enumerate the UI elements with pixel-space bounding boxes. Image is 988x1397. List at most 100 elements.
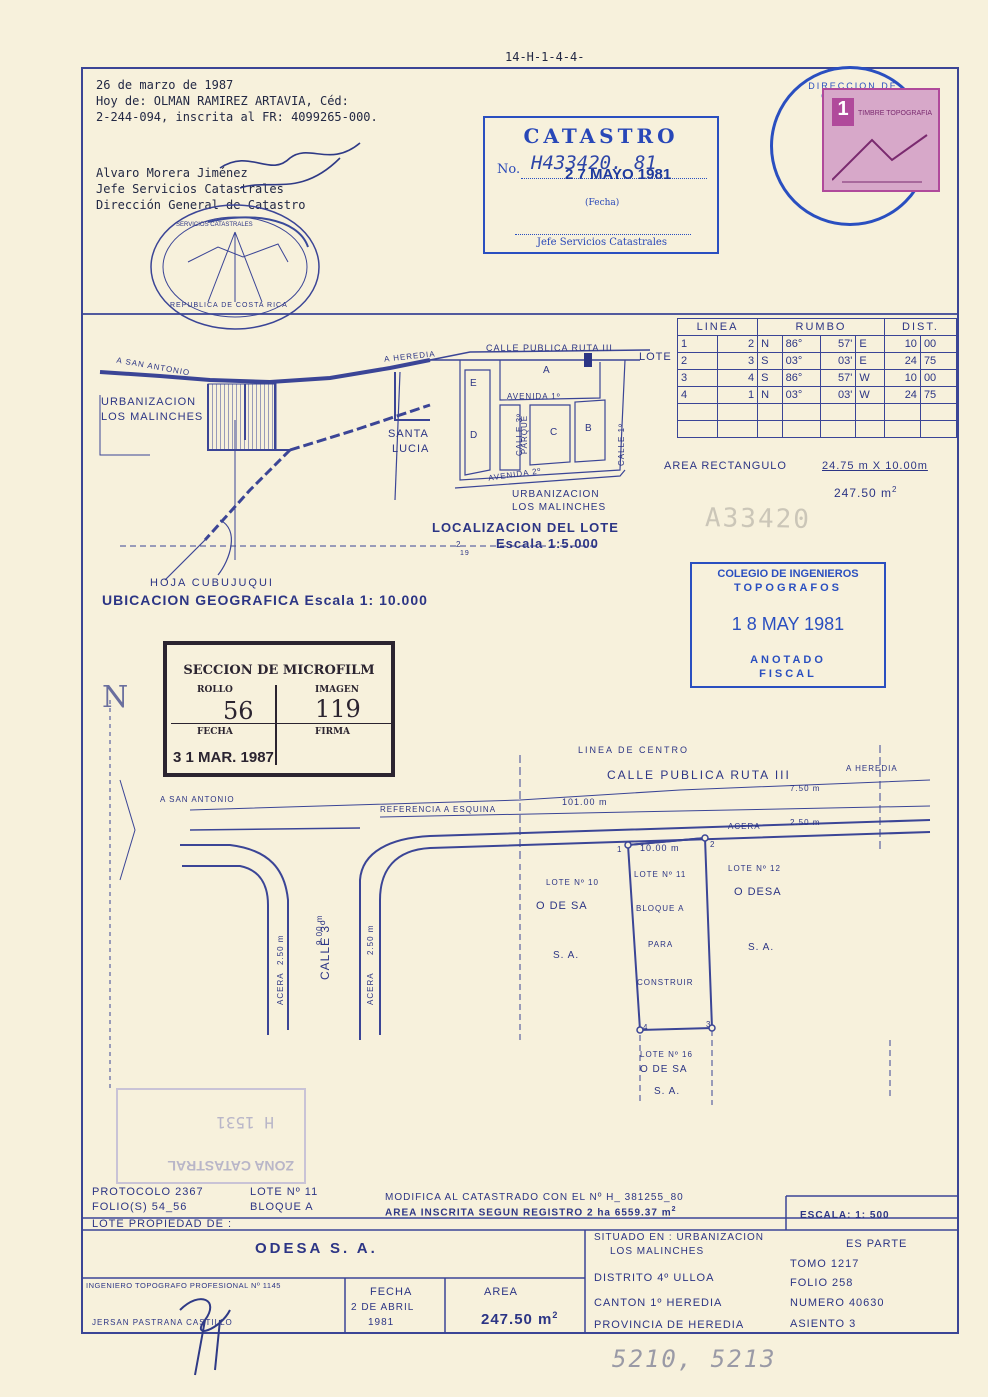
signer-office: Dirección General de Catastro: [96, 198, 306, 212]
loc-urb2: LOS MALINCHES: [101, 411, 204, 423]
row1-ns: N: [757, 335, 783, 353]
folio: FOLIO 258: [790, 1277, 854, 1289]
modifica: MODIFICA AL CATASTRADO CON EL Nº H_ 3812…: [385, 1192, 684, 1203]
loc-lucia: LUCIA: [392, 443, 430, 455]
area-label: AREA: [484, 1286, 518, 1298]
fecha-year: 1981: [368, 1317, 395, 1328]
timbre-art: [832, 134, 928, 183]
bearing-table: LINEA RUMBO DIST. 1 2 N 86° 57' E 10 00 …: [676, 318, 958, 438]
row1-from: 1: [676, 335, 719, 353]
row2-d1: 24: [883, 352, 921, 370]
site-acera-right: ACERA: [366, 972, 375, 1005]
tomo: TOMO 1217: [790, 1258, 860, 1270]
row4-to: 1: [717, 386, 759, 404]
seal-bottom-text: REPUBLICA DE COSTA RICA: [170, 302, 288, 309]
zona-catastral-stamp: ZONA CATASTRAL H 1531: [116, 1088, 306, 1184]
loc-grid-num: 2: [456, 540, 462, 549]
header-date: 26 de marzo de 1987: [96, 78, 234, 92]
site-p2: 2: [710, 840, 716, 849]
row2-from: 2: [676, 352, 719, 370]
row1-min: 57': [820, 335, 857, 353]
folios: FOLIO(S) 54_56: [92, 1201, 188, 1213]
microfilm-firma-label: FIRMA: [315, 727, 351, 737]
area-rect-result-text: 247.50 m: [834, 486, 893, 500]
header-signature: [219, 142, 361, 189]
area-inscrita-sup: 2: [671, 1206, 677, 1213]
colegio-line1: COLEGIO DE INGENIEROS: [717, 568, 859, 580]
loc-urb1: URBANIZACION: [101, 396, 197, 408]
timbre-value: 1: [832, 98, 854, 126]
ingeniero-name: JERSAN PASTRANA CASTILLO: [92, 1318, 233, 1327]
site-sa12: S. A.: [748, 942, 775, 953]
row3-deg: 86°: [781, 369, 822, 387]
colegio-line2: TOPOGRAFOS: [733, 582, 843, 594]
row1-ew: E: [855, 335, 885, 353]
site-p4: 4: [643, 1023, 649, 1032]
row4-deg: 03°: [781, 386, 822, 404]
row4-ns: N: [757, 386, 783, 404]
row4-from: 4: [676, 386, 719, 404]
row4-d2: 75: [919, 386, 958, 404]
site-lote10: LOTE Nº 10: [546, 878, 599, 887]
lote-no: LOTE Nº 11: [250, 1186, 319, 1198]
site-bloque: BLOQUE A: [636, 904, 685, 913]
loc-block-b: B: [585, 423, 593, 434]
lote-prop-label: LOTE PROPIEDAD DE :: [92, 1218, 233, 1230]
table-row: 2 3 S 03° 03' E 24 75: [676, 352, 958, 370]
site-para: PARA: [648, 940, 674, 949]
row2-to: 3: [717, 352, 759, 370]
header-dist: DIST.: [883, 318, 958, 336]
header-linea: LINEA: [676, 318, 759, 336]
loc-urb-b2: LOS MALINCHES: [512, 502, 607, 513]
row1-d2: 00: [919, 335, 958, 353]
row3-d1: 10: [883, 369, 921, 387]
table-row: 3 4 S 86° 57' W 10 00: [676, 369, 958, 387]
table-row: 1 2 N 86° 57' E 10 00: [676, 335, 958, 353]
row2-ns: S: [757, 352, 783, 370]
microfilm-title: SECCION DE MICROFILM: [183, 663, 375, 678]
catastro-title: CATASTRO: [523, 124, 679, 148]
site-sa16: S. A.: [654, 1086, 681, 1097]
loc-santa: SANTA: [388, 428, 429, 440]
site-d101: 101.00 m: [562, 797, 608, 807]
row1-to: 2: [717, 335, 759, 353]
colegio-stamp: COLEGIO DE INGENIEROS TOPOGRAFOS 1 8 MAY…: [690, 562, 886, 688]
area-value-sup: 2: [552, 1310, 559, 1320]
loc-grid-sub: 19: [460, 550, 470, 557]
site-linea-centro: LINEA DE CENTRO: [578, 745, 690, 755]
row3-to: 4: [717, 369, 759, 387]
row4-d1: 24: [883, 386, 921, 404]
area-rect-result: 247.50 m2: [834, 485, 898, 500]
row3-d2: 00: [919, 369, 958, 387]
engineer-signature: [179, 1298, 231, 1376]
area-rect-sup: 2: [892, 485, 898, 494]
area-rect-value: 24.75 m X 10.00m: [822, 460, 928, 472]
row3-ew: W: [855, 369, 885, 387]
loc-calle-publica: CALLE PUBLICA RUTA III: [486, 343, 613, 353]
row3-min: 57': [820, 369, 857, 387]
row4-ew: W: [855, 386, 885, 404]
site-acera: ACERA: [728, 822, 761, 831]
loc-block-c: C: [550, 427, 559, 438]
north-arrow: N: [102, 680, 129, 715]
protocolo: PROTOCOLO 2367: [92, 1186, 204, 1198]
site-w250: 2.50 m: [790, 818, 821, 827]
microfilm-imagen: 119: [315, 695, 361, 723]
ingeniero: INGENIERO TOPOGRAFO PROFESIONAL Nº 1145: [86, 1281, 281, 1290]
site-lote11: LOTE Nº 11: [634, 870, 687, 879]
site-d10: 10.00 m: [640, 843, 680, 853]
microfilm-imagen-label: IMAGEN: [315, 685, 359, 695]
header-inscription: 2-244-094, inscrita al FR: 4099265-000.: [96, 110, 378, 124]
timbre-stamp: 1 TIMBRE TOPOGRAFIA: [822, 88, 940, 192]
header-rumbo: RUMBO: [757, 318, 885, 336]
zona-code: H 1531: [216, 1113, 274, 1132]
catastro-number: H433420. 81: [531, 152, 657, 174]
loc-urb-b1: URBANIZACION: [512, 489, 600, 500]
site-w250-left: 2.50 m: [276, 934, 285, 965]
faded-number: A33420: [704, 503, 812, 535]
owner: ODESA S. A.: [255, 1240, 378, 1257]
loc-calle1: CALLE 1º: [616, 423, 626, 466]
loc-ubicacion: UBICACION GEOGRAFICA Escala 1: 10.000: [102, 592, 428, 608]
catastro-no-label: No.: [497, 162, 521, 177]
loc-parque: PARQUE: [520, 414, 530, 455]
